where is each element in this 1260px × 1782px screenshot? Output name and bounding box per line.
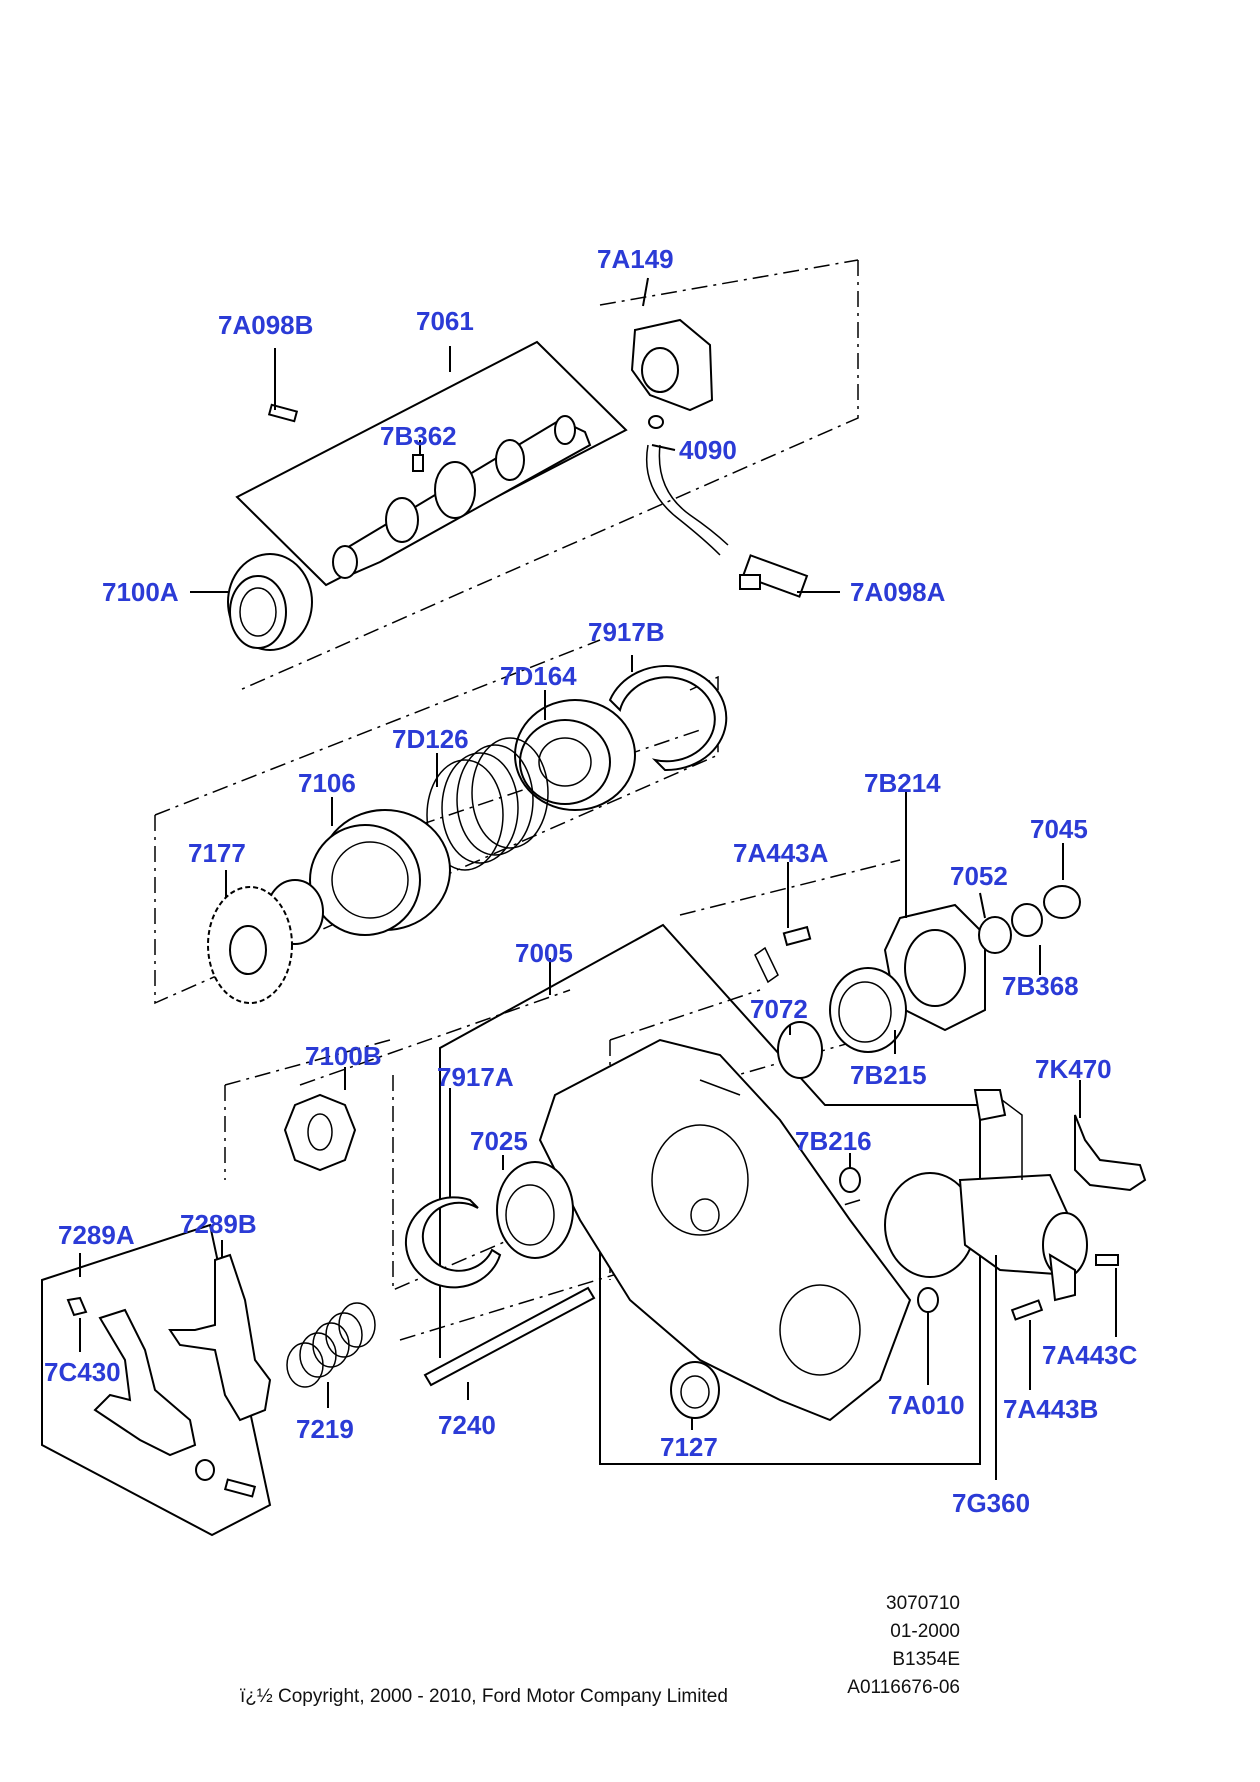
bush-7072 — [777, 1021, 823, 1079]
nut-7045 — [1043, 885, 1081, 919]
hub-7D164 — [514, 699, 636, 811]
bolt-7A443A — [782, 925, 812, 947]
sprocket-7100B — [283, 1093, 357, 1172]
label-7005: 7005 — [515, 938, 573, 968]
sensor-7A098A — [739, 554, 809, 598]
washer-7B368 — [1011, 903, 1043, 937]
bolt-7A443B — [1010, 1299, 1044, 1321]
label-7061: 7061 — [416, 306, 474, 336]
bearing-7025 — [496, 1161, 574, 1259]
flange-7B214 — [883, 903, 986, 1032]
label-7917B: 7917B — [588, 617, 665, 647]
ref-number: 3070710 — [886, 1593, 960, 1614]
part-number-labels: 7A149 7A098B 7061 7B362 4090 7100A 7A098… — [44, 244, 1138, 1518]
label-7052: 7052 — [950, 861, 1008, 891]
spring-7219 — [286, 1302, 376, 1388]
label-7025: 7025 — [470, 1126, 528, 1156]
shift-motor-7G360 — [884, 1089, 1088, 1302]
label-7219: 7219 — [296, 1414, 354, 1444]
gear-7177 — [207, 879, 324, 1004]
label-7106: 7106 — [298, 768, 356, 798]
label-7B215: 7B215 — [850, 1060, 927, 1090]
leader-lines — [79, 277, 1117, 1480]
spring-7D126 — [426, 737, 549, 871]
part-drawings — [66, 318, 1147, 1498]
label-7B362: 7B362 — [380, 421, 457, 451]
label-7A098A: 7A098A — [850, 577, 946, 607]
label-4090: 4090 — [679, 435, 737, 465]
label-7A443A: 7A443A — [733, 838, 829, 868]
clip-7B362 — [412, 454, 424, 472]
plug-7A010 — [917, 1287, 939, 1313]
clip-7C430 — [66, 1296, 88, 1317]
label-7G360: 7G360 — [952, 1488, 1030, 1518]
label-7B214: 7B214 — [864, 768, 941, 798]
label-7289B: 7289B — [180, 1209, 257, 1239]
hose-4090 — [645, 444, 721, 556]
label-7K470: 7K470 — [1035, 1054, 1112, 1084]
label-7100B: 7100B — [305, 1041, 382, 1071]
label-7C430: 7C430 — [44, 1357, 121, 1387]
bolt-7A443C — [1095, 1254, 1119, 1266]
drum-7106 — [309, 809, 451, 936]
snap-ring-7917B — [608, 665, 728, 772]
drawing-reference-block: 3070710 01-2000 B1354E A0116676-06 — [847, 1590, 960, 1702]
label-7A443C: 7A443C — [1042, 1340, 1138, 1370]
ref-date: 01-2000 — [890, 1621, 960, 1642]
ref-id: A0116676-06 — [847, 1677, 960, 1698]
rod-7240 — [423, 1286, 596, 1387]
pump-housing-7A149 — [630, 318, 714, 429]
snap-ring-7917A — [404, 1196, 502, 1289]
ref-code: B1354E — [892, 1649, 960, 1670]
group-brackets — [41, 340, 981, 1537]
label-7D126: 7D126 — [392, 724, 469, 754]
bracket-7K470 — [1074, 1114, 1147, 1192]
label-7A098B: 7A098B — [218, 310, 313, 340]
label-7917A: 7917A — [437, 1062, 514, 1092]
label-7045: 7045 — [1030, 814, 1088, 844]
label-7177: 7177 — [188, 838, 246, 868]
seal-7B216 — [839, 1167, 861, 1193]
bearing-7100A — [227, 553, 313, 651]
seal-7052 — [978, 916, 1012, 954]
fork-7289B — [168, 1253, 272, 1422]
fork-7289A — [93, 1308, 197, 1457]
label-7127: 7127 — [660, 1432, 718, 1462]
bearing-7127 — [670, 1361, 720, 1419]
label-7240: 7240 — [438, 1410, 496, 1440]
main-shaft-7061 — [332, 415, 592, 579]
label-7B368: 7B368 — [1002, 971, 1079, 1001]
label-7A149: 7A149 — [597, 244, 674, 274]
label-7A010: 7A010 — [888, 1390, 965, 1420]
label-7D164: 7D164 — [500, 661, 577, 691]
label-7072: 7072 — [750, 994, 808, 1024]
label-7289A: 7289A — [58, 1220, 135, 1250]
label-7A443B: 7A443B — [1003, 1394, 1098, 1424]
bolt-7A098B — [267, 403, 299, 423]
label-7B216: 7B216 — [795, 1126, 872, 1156]
transfer-case-housing-7005 — [538, 1038, 912, 1422]
label-7100A: 7100A — [102, 577, 179, 607]
copyright-notice: ï¿½ Copyright, 2000 - 2010, Ford Motor C… — [240, 1686, 728, 1707]
